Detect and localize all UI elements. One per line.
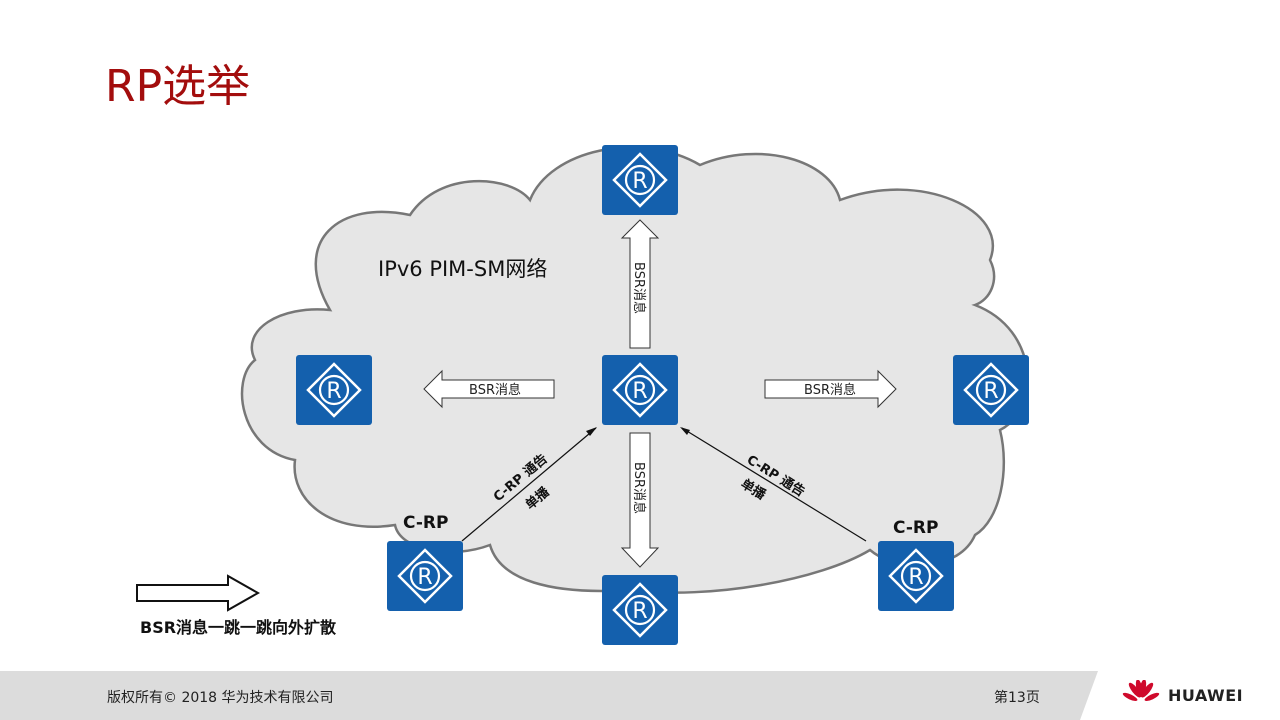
- router-crp-right: R: [876, 539, 956, 613]
- router-left: R: [294, 353, 374, 427]
- footer-bar: 版权所有© 2018 华为技术有限公司 第13页 HUAWEI: [0, 671, 1280, 720]
- legend-arrow: [136, 574, 261, 612]
- bsr-arrow-left-label: BSR消息: [469, 382, 521, 398]
- bsr-arrow-right-label: BSR消息: [804, 382, 856, 398]
- bsr-arrow-up: BSR消息: [620, 219, 660, 349]
- router-top-letter: R: [632, 169, 647, 194]
- router-bottom-letter: R: [632, 599, 647, 624]
- router-top: R: [600, 143, 680, 217]
- router-left-letter: R: [326, 379, 341, 404]
- crp-right-label: C-RP: [893, 518, 938, 538]
- bsr-arrow-down-label: BSR消息: [631, 462, 647, 514]
- router-right-letter: R: [983, 379, 998, 404]
- router-crp-left-letter: R: [417, 565, 432, 590]
- router-right: R: [951, 353, 1031, 427]
- router-bottom: R: [600, 573, 680, 647]
- bsr-arrow-right: BSR消息: [764, 369, 897, 409]
- footer-page-number: 第13页: [994, 690, 1040, 706]
- router-crp-right-letter: R: [908, 565, 923, 590]
- crp-left-label: C-RP: [403, 513, 448, 533]
- bsr-arrow-up-label: BSR消息: [631, 262, 647, 314]
- bsr-arrow-left: BSR消息: [423, 369, 555, 409]
- router-crp-left: R: [385, 539, 465, 613]
- network-label: IPv6 PIM-SM网络: [378, 257, 547, 281]
- legend-text: BSR消息一跳一跳向外扩散: [140, 618, 337, 637]
- brand-name: HUAWEI: [1168, 686, 1244, 705]
- router-center: R: [600, 353, 680, 427]
- huawei-logo-icon: [1122, 680, 1160, 701]
- router-center-letter: R: [632, 379, 647, 404]
- slide-title: RP选举: [105, 61, 251, 112]
- bsr-arrow-down: BSR消息: [620, 432, 660, 568]
- footer-copyright: 版权所有© 2018 华为技术有限公司: [107, 690, 334, 706]
